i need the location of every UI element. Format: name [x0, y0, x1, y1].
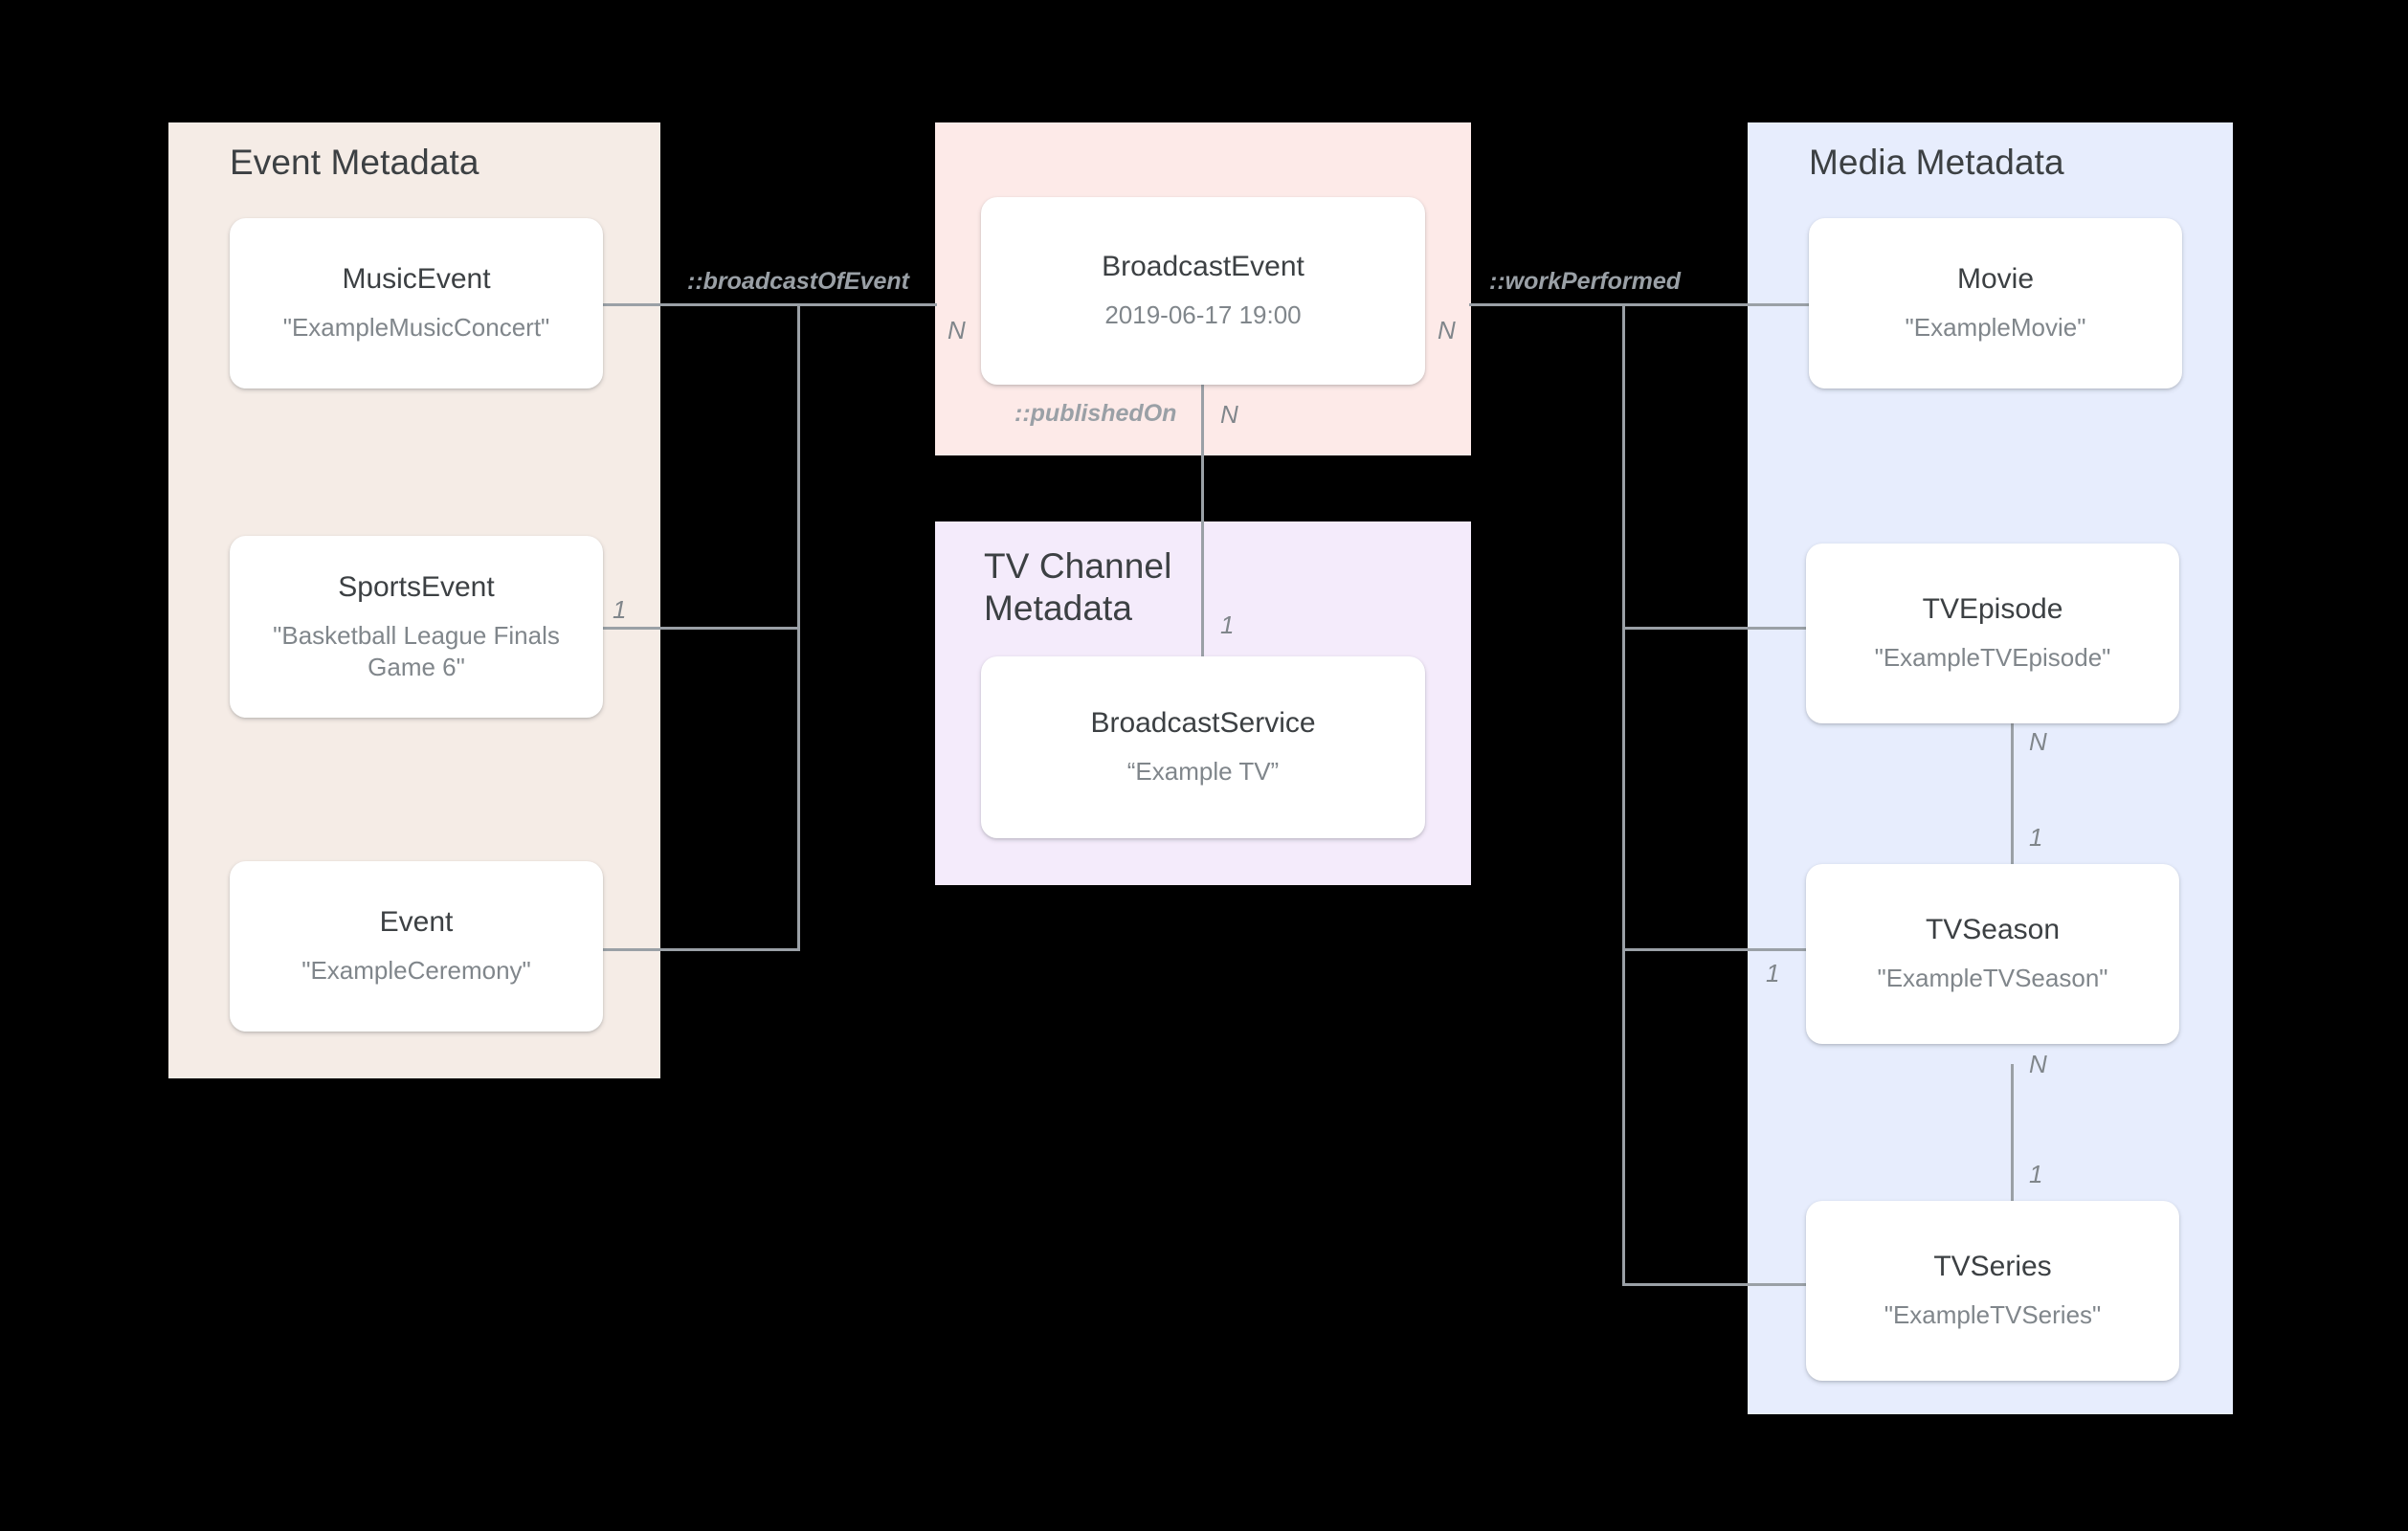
node-broadcast-service-type: BroadcastService [1090, 707, 1316, 740]
node-tv-episode-value: "ExampleTVEpisode" [1874, 643, 2111, 673]
node-broadcast-service[interactable]: BroadcastService “Example TV” [981, 656, 1425, 838]
edge-music-event-horizontal [597, 303, 800, 306]
node-tv-episode[interactable]: TVEpisode "ExampleTVEpisode" [1806, 544, 2179, 723]
cardinality-tv-series-one: 1 [2029, 1160, 2043, 1188]
edge-tv-season-to-tv-series [2011, 1064, 2014, 1246]
cardinality-broadcast-event-left-n: N [948, 316, 966, 344]
node-tv-season-value: "ExampleTVSeason" [1877, 964, 2108, 993]
node-tv-season[interactable]: TVSeason "ExampleTVSeason" [1806, 864, 2179, 1044]
node-movie-type: Movie [1956, 263, 2035, 296]
edge-right-bus-to-tv-series [1622, 1283, 1809, 1286]
relation-label-published-on: ::publishedOn [1014, 400, 1177, 427]
node-broadcast-event-value: 2019-06-17 19:00 [1104, 300, 1302, 330]
edge-left-bus-to-broadcast-event [797, 303, 937, 306]
edge-right-bus-to-movie [1622, 303, 1809, 306]
node-event-value: "ExampleCeremony" [301, 956, 531, 986]
edge-tv-episode-to-tv-season [2011, 722, 2014, 899]
edge-right-bus-to-tv-episode [1622, 627, 1809, 630]
node-tv-series[interactable]: TVSeries "ExampleTVSeries" [1806, 1201, 2179, 1381]
cardinality-tv-season-n: N [2029, 1050, 2047, 1078]
node-music-event-value: "ExampleMusicConcert" [282, 313, 550, 343]
node-music-event[interactable]: MusicEvent "ExampleMusicConcert" [230, 218, 603, 388]
node-sports-event[interactable]: SportsEvent "Basketball League Finals Ga… [230, 536, 603, 718]
node-music-event-type: MusicEvent [342, 263, 491, 296]
node-broadcast-event[interactable]: BroadcastEvent 2019-06-17 19:00 [981, 197, 1425, 385]
edge-event-horizontal [597, 948, 800, 951]
node-movie-value: "ExampleMovie" [1905, 313, 2086, 343]
node-movie[interactable]: Movie "ExampleMovie" [1809, 218, 2182, 388]
node-tv-episode-type: TVEpisode [1922, 593, 2063, 626]
relation-label-work-performed: ::workPerformed [1489, 268, 1682, 295]
edge-sports-event-horizontal [597, 627, 800, 630]
node-broadcast-service-value: “Example TV” [1126, 757, 1280, 787]
group-media-metadata-title: Media Metadata [1809, 143, 2064, 182]
group-event-metadata-title: Event Metadata [230, 143, 479, 182]
edge-left-bus-vertical [797, 303, 800, 951]
node-broadcast-event-type: BroadcastEvent [1102, 251, 1304, 283]
edge-right-bus-to-tv-season [1622, 948, 1809, 951]
cardinality-tv-episode-n: N [2029, 727, 2047, 756]
cardinality-tv-season-one-left: 1 [1766, 959, 1780, 987]
edge-broadcast-event-to-right-bus [1469, 303, 1624, 306]
node-tv-season-type: TVSeason [1925, 914, 2061, 946]
cardinality-broadcast-service-one: 1 [1220, 610, 1235, 639]
edge-right-bus-vertical [1622, 303, 1625, 1286]
relation-label-broadcast-of-event: ::broadcastOfEvent [687, 268, 909, 295]
cardinality-tv-season-one-top: 1 [2029, 823, 2043, 852]
cardinality-broadcast-event-bottom-n: N [1220, 400, 1238, 429]
edge-published-on-vertical [1201, 385, 1204, 656]
group-tv-channel-metadata-title: TV Channel Metadata [984, 546, 1172, 628]
node-tv-series-type: TVSeries [1933, 1251, 2052, 1283]
node-event[interactable]: Event "ExampleCeremony" [230, 861, 603, 1032]
cardinality-broadcast-event-right-n: N [1438, 316, 1456, 344]
node-event-type: Event [379, 906, 454, 939]
node-sports-event-type: SportsEvent [338, 570, 495, 603]
node-tv-series-value: "ExampleTVSeries" [1884, 1300, 2102, 1330]
cardinality-sports-event-one: 1 [613, 595, 627, 624]
node-sports-event-value: "Basketball League Finals Game 6" [273, 620, 560, 681]
